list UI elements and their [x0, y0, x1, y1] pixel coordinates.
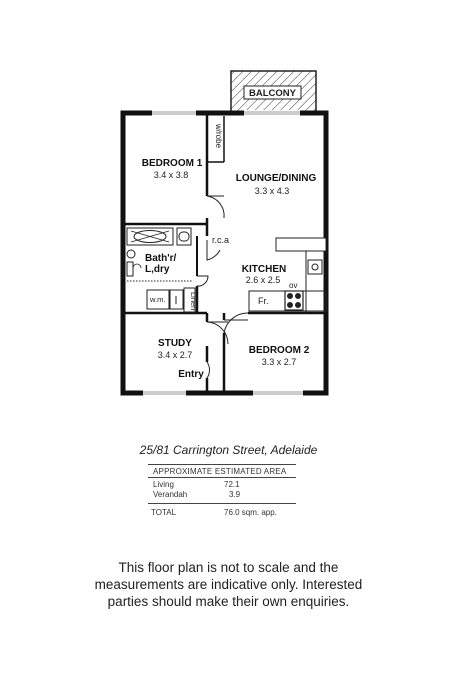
- property-address: 25/81 Carrington Street, Adelaide: [139, 443, 318, 457]
- study-name: STUDY: [158, 338, 192, 349]
- area-label: Living: [153, 480, 174, 489]
- windows: [143, 110, 303, 396]
- study-dims: 3.4 x 2.7: [158, 350, 193, 360]
- bedroom1-name: BEDROOM 1: [142, 158, 203, 169]
- wardrobe-label: w/robe: [214, 123, 223, 149]
- floor-plan: BALCONY: [120, 70, 329, 396]
- area-table: APPROXIMATE ESTIMATED AREA Living 72.1 V…: [148, 464, 296, 519]
- disclaimer: This floor plan is not to scale and the …: [0, 559, 457, 610]
- disclaimer-line: This floor plan is not to scale and the: [118, 560, 339, 575]
- bedroom2-dims: 3.3 x 2.7: [262, 357, 297, 367]
- disclaimer-line: parties should make their own enquiries.: [107, 594, 350, 609]
- area-total-label: TOTAL: [151, 508, 177, 517]
- area-total: TOTAL 76.0 sqm. app.: [148, 507, 296, 519]
- area-heading: APPROXIMATE ESTIMATED AREA: [148, 464, 296, 478]
- lounge-name: LOUNGE/DINING: [236, 173, 317, 184]
- balcony-label: BALCONY: [249, 88, 297, 99]
- fridge-label: Fr.: [258, 296, 269, 306]
- interior-walls: [123, 113, 326, 393]
- area-row-living: Living 72.1: [148, 480, 296, 490]
- doors: [196, 195, 249, 379]
- bathroom-fixtures: [126, 227, 196, 313]
- area-row-verandah: Verandah 3.9: [148, 490, 296, 500]
- rca-label: r.c.a: [212, 235, 229, 245]
- kitchen-dims: 2.6 x 2.5: [246, 275, 281, 285]
- area-rows: Living 72.1 Verandah 3.9: [148, 478, 296, 504]
- kitchen-name: KITCHEN: [242, 264, 286, 275]
- area-label: Verandah: [153, 490, 188, 499]
- balcony: BALCONY: [230, 70, 317, 113]
- area-value: 72.1: [224, 480, 240, 489]
- bedroom2-name: BEDROOM 2: [249, 345, 310, 356]
- bath-label-line1: Bath'r/: [145, 253, 176, 264]
- area-total-value: 76.0 sqm. app.: [224, 508, 277, 517]
- entry-label: Entry: [178, 369, 204, 380]
- linen-label: Linen: [189, 292, 198, 310]
- lounge-dims: 3.3 x 4.3: [255, 186, 290, 196]
- kitchen-benches: [248, 237, 327, 313]
- bath-label-line2: L,dry: [145, 264, 170, 275]
- bedroom1-dims: 3.4 x 3.8: [154, 170, 189, 180]
- oven-label: ov: [289, 281, 297, 290]
- washing-machine-label: w.m.: [149, 295, 165, 304]
- disclaimer-line: measurements are indicative only. Intere…: [94, 577, 363, 592]
- area-value: 3.9: [229, 490, 241, 499]
